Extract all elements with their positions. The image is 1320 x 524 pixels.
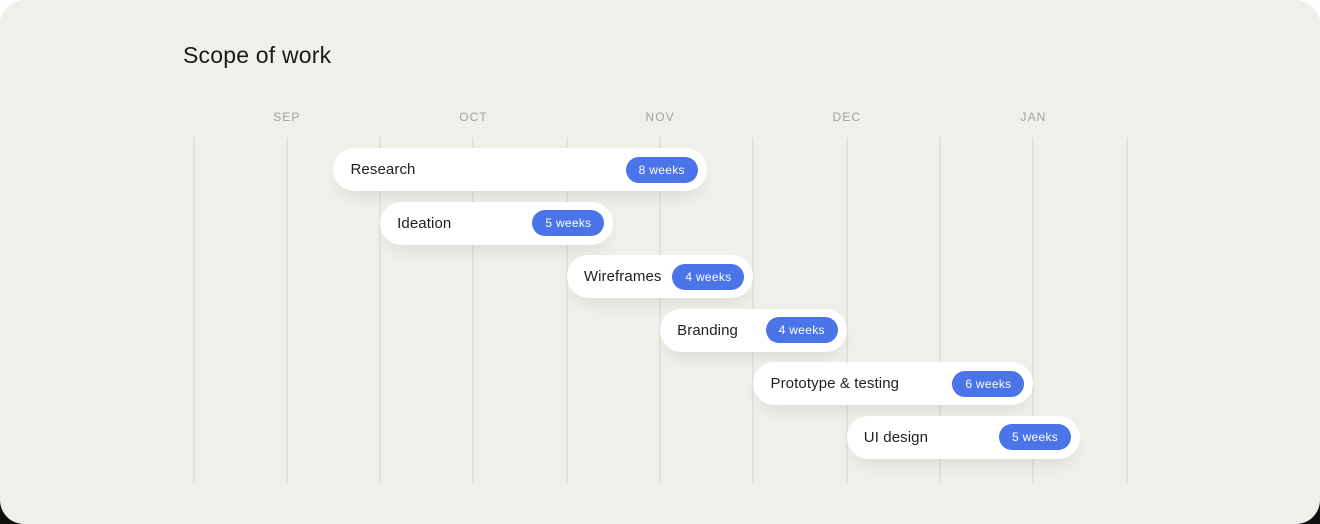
gridline	[939, 137, 942, 483]
gridline	[192, 137, 195, 483]
task-name-label: Prototype & testing	[770, 375, 900, 392]
gridline	[285, 137, 288, 483]
gridline	[565, 137, 568, 483]
gridline	[379, 137, 382, 483]
gridline	[1125, 137, 1128, 483]
task-bar: Prototype & testing 6 weeks	[753, 362, 1034, 405]
gridline	[659, 137, 662, 483]
month-tick-label: DEC	[832, 110, 862, 124]
month-tick-label: NOV	[645, 110, 675, 124]
task-bar: Research 8 weeks	[333, 148, 707, 191]
duration-badge: 4 weeks	[672, 263, 745, 290]
month-tick-label: OCT	[459, 110, 488, 124]
duration-badge: 5 weeks	[998, 424, 1072, 450]
task-bar: UI design 5 weeks	[846, 415, 1081, 459]
task-bar: Branding 4 weeks	[660, 308, 847, 352]
duration-badge: 6 weeks	[952, 370, 1025, 397]
duration-badge: 5 weeks	[532, 210, 605, 236]
month-tick-label: JAN	[1020, 110, 1047, 124]
task-name-label: Branding	[677, 321, 738, 339]
month-tick-label: SEP	[273, 110, 301, 124]
duration-badge: 4 weeks	[765, 317, 838, 343]
gridline	[845, 137, 848, 483]
duration-badge: 8 weeks	[625, 156, 698, 183]
task-bar: Wireframes 4 weeks	[566, 255, 754, 298]
gridline	[472, 137, 475, 483]
task-name-label: UI design	[863, 428, 929, 446]
task-bar: Ideation 5 weeks	[380, 201, 614, 245]
gridline	[1032, 137, 1035, 483]
task-name-label: Wireframes	[583, 268, 662, 285]
task-name-label: Research	[350, 161, 416, 178]
task-name-label: Ideation	[397, 214, 452, 232]
chart-title: Scope of work	[183, 42, 332, 68]
